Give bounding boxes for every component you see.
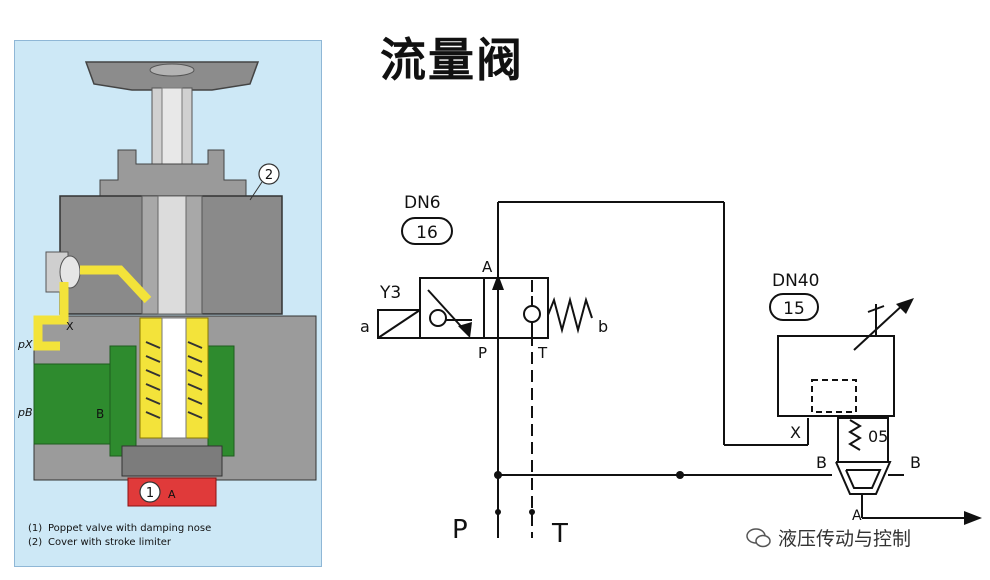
tank-line-t-label: T: [551, 519, 568, 549]
cutaway-drawing: [33, 61, 317, 507]
label-px: pX: [17, 338, 33, 351]
solenoid-b-label: b: [598, 317, 608, 336]
dn6-label: DN6: [404, 193, 441, 213]
caption-2-number: (2): [28, 537, 42, 548]
watermark: 液压传动与控制: [746, 524, 911, 551]
schematic-lines: [377, 201, 972, 538]
watermark-text: 液压传动与控制: [778, 528, 912, 550]
supply-line-p-label: P: [452, 515, 468, 545]
schematic-arrowheads: [458, 274, 982, 525]
solenoid-a-label: a: [360, 317, 370, 336]
wechat-icon: [746, 527, 771, 547]
code-15-capsule: [769, 293, 819, 321]
caption-1-number: (1): [28, 523, 42, 534]
spring-05-label: 05: [868, 427, 888, 446]
main-valve-port-x: X: [790, 423, 801, 442]
main-valve-port-b-right: B: [910, 453, 921, 472]
page-title: 流量阀: [380, 33, 524, 87]
valve-port-t: T: [537, 344, 548, 362]
label-pb: pB: [17, 406, 33, 419]
y3-label: Y3: [379, 283, 401, 303]
callout-1-badge: [139, 481, 161, 503]
main-valve-port-a: A: [852, 508, 862, 524]
check-circle-right: [523, 305, 541, 323]
port-a-label: A: [168, 488, 176, 501]
callout-2-leader: [249, 181, 263, 201]
port-b-label: B: [96, 407, 104, 421]
callout-1: 1: [146, 486, 154, 501]
code-16-label: 16: [416, 223, 438, 243]
caption-2-text: Cover with stroke limiter: [48, 537, 172, 548]
valve-port-a: A: [482, 258, 493, 276]
dn40-label: DN40: [772, 271, 819, 291]
main-valve-port-b-left: B: [816, 453, 827, 472]
callout-2-badge: [258, 163, 280, 185]
port-x-label: X: [66, 320, 74, 333]
valve-port-p: P: [478, 344, 487, 362]
callout-2: 2: [265, 168, 273, 183]
code-16-capsule: [401, 217, 453, 245]
caption-1-text: Poppet valve with damping nose: [48, 523, 211, 534]
code-15-label: 15: [783, 299, 805, 319]
check-circle-left: [429, 309, 447, 327]
